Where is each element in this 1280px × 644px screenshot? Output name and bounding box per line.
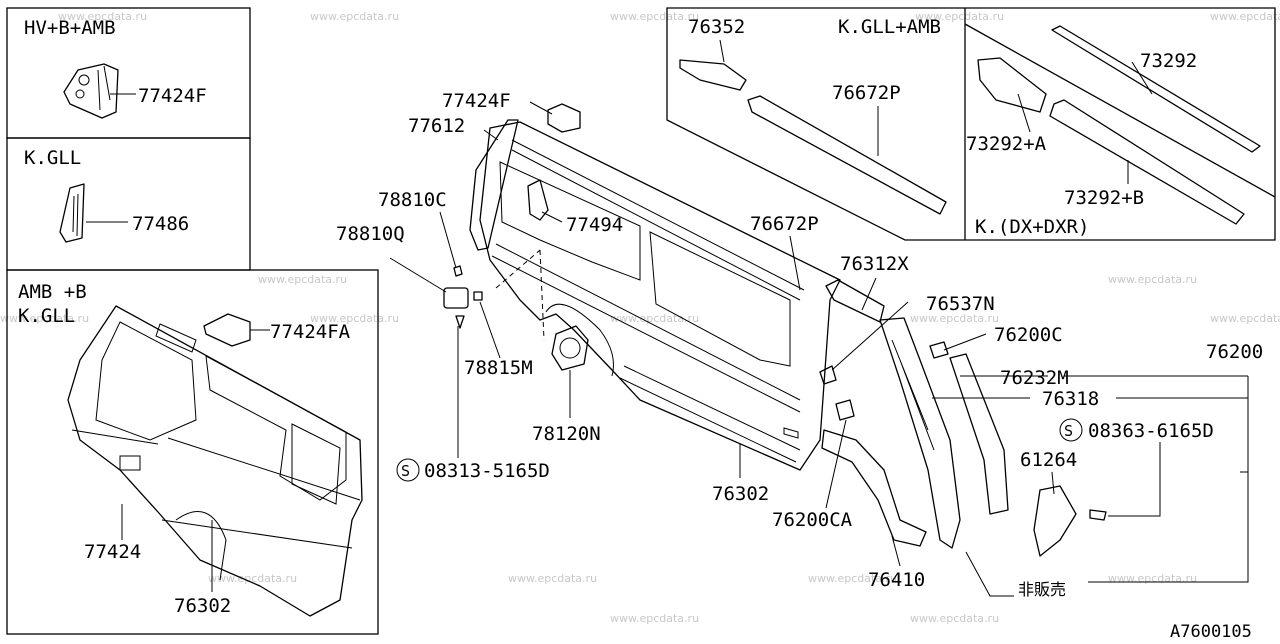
part-76200c xyxy=(929,341,949,359)
svg-text:S: S xyxy=(401,462,410,480)
part-label: 78810Q xyxy=(336,223,405,245)
part-76200ca xyxy=(835,399,855,421)
part-08313-screw xyxy=(455,315,465,329)
part-labels: 77424F 77486 77424FA 77424 76302 77424F … xyxy=(84,16,1263,617)
watermark: www.epcdata.ru xyxy=(808,572,897,585)
part-label: 76302 xyxy=(712,483,769,505)
inset-title-amb-b-kgll: K.GLL xyxy=(18,305,75,327)
watermark: www.epcdata.ru xyxy=(1108,572,1197,585)
inset-title-k-dx-dxr: K.(DX+DXR) xyxy=(975,216,1089,238)
watermark: www.epcdata.ru xyxy=(1210,312,1280,325)
inset-boxes xyxy=(6,7,1276,635)
part-label: 76537N xyxy=(926,293,995,315)
part-label: 非販売 xyxy=(1018,580,1066,599)
watermarks: www.epcdata.ru www.epcdata.ru www.epcdat… xyxy=(0,10,1280,625)
leader-lines xyxy=(86,39,1249,597)
side-panel-inset xyxy=(67,305,363,617)
part-78810c xyxy=(453,265,463,277)
watermark: www.epcdata.ru xyxy=(915,10,1004,23)
part-label: 76672P xyxy=(750,213,819,235)
inset-title-amb-b: AMB +B xyxy=(18,281,87,303)
part-label: 78810C xyxy=(378,189,447,211)
part-label: 76200 xyxy=(1206,341,1263,363)
part-77612 xyxy=(469,119,519,251)
part-label: 08313-5165D xyxy=(424,460,550,482)
part-73292 xyxy=(1051,25,1261,153)
part-76410 xyxy=(821,429,927,547)
main-side-panel xyxy=(479,121,841,471)
diagram-code: A7600105 xyxy=(1170,622,1252,640)
part-label: 76672P xyxy=(832,82,901,104)
part-label: 73292+A xyxy=(966,133,1047,155)
part-78810q xyxy=(443,287,469,309)
part-76672p-inset xyxy=(747,95,947,215)
part-77424f-inset xyxy=(63,63,119,119)
part-label: 77494 xyxy=(566,214,623,236)
watermark: www.epcdata.ru xyxy=(0,312,89,325)
part-76312x xyxy=(825,279,885,323)
watermark: www.epcdata.ru xyxy=(310,312,399,325)
part-label: 76200C xyxy=(994,324,1063,346)
part-77494 xyxy=(527,179,549,221)
part-label: 76302 xyxy=(174,595,231,617)
part-label: 76200CA xyxy=(772,509,853,531)
watermark: www.epcdata.ru xyxy=(258,273,347,286)
watermark: www.epcdata.ru xyxy=(910,312,999,325)
part-label: 76232M xyxy=(1000,367,1069,389)
part-label: 77424F xyxy=(442,90,511,112)
part-78815m xyxy=(473,291,483,301)
part-73292-a xyxy=(977,57,1047,113)
part-label: 77424 xyxy=(84,541,141,563)
part-label: 77424F xyxy=(138,85,207,107)
part-label: 76410 xyxy=(868,569,925,591)
part-label: 76352 xyxy=(688,16,745,38)
part-label: 77612 xyxy=(408,115,465,137)
part-76537n xyxy=(819,365,837,385)
watermark: www.epcdata.ru xyxy=(610,10,699,23)
bolt-symbol-icon: S xyxy=(396,458,420,482)
part-label: 78815M xyxy=(464,357,533,379)
part-76352 xyxy=(679,59,747,91)
inset-title-kgll-amb: K.GLL+AMB xyxy=(838,16,941,38)
part-77486 xyxy=(59,183,85,243)
part-label: 76318 xyxy=(1042,388,1099,410)
watermark: www.epcdata.ru xyxy=(1210,10,1280,23)
part-78120n xyxy=(495,249,589,371)
svg-text:S: S xyxy=(1064,422,1073,440)
part-73292-b xyxy=(1049,99,1245,225)
part-61264 xyxy=(1033,485,1077,557)
part-08363-bolt xyxy=(1089,509,1107,521)
bolt-symbol-icon: S xyxy=(1059,418,1083,442)
inset-title-kgll: K.GLL xyxy=(24,147,81,169)
part-label: 77424FA xyxy=(270,321,351,343)
watermark: www.epcdata.ru xyxy=(610,612,699,625)
watermark: www.epcdata.ru xyxy=(208,572,297,585)
part-label: 78120N xyxy=(532,423,601,445)
part-label: 61264 xyxy=(1020,449,1077,471)
part-76232m xyxy=(949,353,1009,515)
inset-title-hv-b-amb: HV+B+AMB xyxy=(24,17,116,39)
part-76318-pillar xyxy=(879,317,961,549)
watermark: www.epcdata.ru xyxy=(508,572,597,585)
part-label: 73292+B xyxy=(1064,187,1144,209)
part-label: 08363-6165D xyxy=(1088,420,1214,442)
part-label: 77486 xyxy=(132,213,189,235)
watermark: www.epcdata.ru xyxy=(58,10,147,23)
watermark: www.epcdata.ru xyxy=(310,10,399,23)
part-label: 76312X xyxy=(840,253,909,275)
watermark: www.epcdata.ru xyxy=(910,612,999,625)
part-label: 73292 xyxy=(1140,50,1197,72)
part-77424f-bracket xyxy=(547,103,581,133)
watermark: www.epcdata.ru xyxy=(1108,273,1197,286)
